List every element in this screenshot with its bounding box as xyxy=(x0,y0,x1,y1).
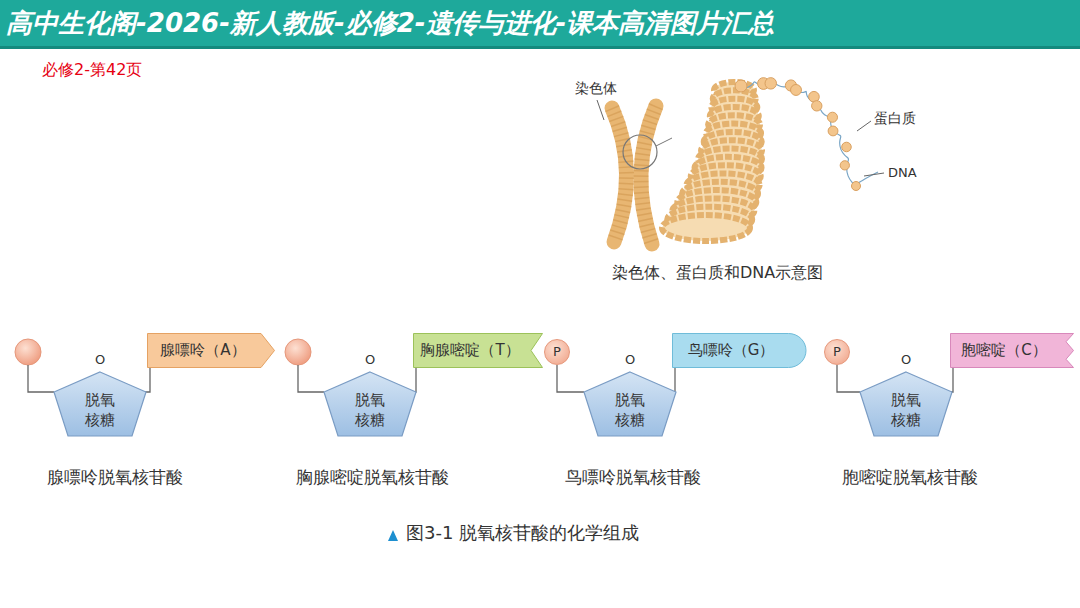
base-name: 胞嘧啶（C） xyxy=(961,333,1046,368)
illustration-part xyxy=(641,106,656,244)
leader-line xyxy=(597,100,604,120)
header-line xyxy=(0,46,1080,49)
oxygen-atom: O xyxy=(898,352,914,367)
illustration-part xyxy=(641,106,656,244)
illustration-part xyxy=(612,108,627,242)
bond-line xyxy=(145,368,150,392)
deoxyribose-pentagon: O 脱氧 核糖 xyxy=(52,352,148,438)
nucleosome-bead xyxy=(852,182,861,191)
tag-shape xyxy=(148,334,275,368)
phosphate-circle: P xyxy=(824,339,850,365)
part-name: DNA xyxy=(888,165,917,180)
figure-caption: 图3-1 脱氧核苷酸的化学组成 xyxy=(406,521,639,545)
phosphate-group xyxy=(15,339,54,392)
base-tag: 胞嘧啶（C） xyxy=(950,333,1074,368)
leader-line xyxy=(864,173,884,176)
pentagon xyxy=(54,372,146,436)
caption-triangle xyxy=(388,530,398,541)
coil-turn xyxy=(662,215,750,241)
base-tag: 腺嘌呤（A） xyxy=(147,333,275,368)
nucleosome-bead xyxy=(827,112,837,122)
base-tag: 胸腺嘧啶（T） xyxy=(413,333,543,368)
page-number: 必修2-第42页 xyxy=(42,60,142,81)
dna-strand xyxy=(744,81,878,184)
nucleosome-bead xyxy=(842,142,852,152)
bond-line xyxy=(951,368,953,392)
bond-line xyxy=(557,365,584,392)
chromatin-coil xyxy=(662,82,762,241)
part-name: 染色体 xyxy=(575,80,617,98)
nucleosome-bead xyxy=(828,126,838,136)
nucleosome-bead xyxy=(812,101,822,111)
tag-shape xyxy=(673,334,807,368)
page-title: 高中生化阁-2026-新人教版-必修2-遗传与进化-课本高清图片汇总 xyxy=(6,7,774,39)
base-name: 胸腺嘧啶（T） xyxy=(420,333,519,368)
nucleosome-bead xyxy=(791,85,802,96)
nucleosome-bead xyxy=(735,80,747,92)
sugar-name: 脱氧 核糖 xyxy=(608,390,652,430)
nucleotide-name: 鸟嘌呤脱氧核苷酸 xyxy=(565,466,701,489)
tag-shape xyxy=(951,334,1074,368)
illustration-part xyxy=(612,108,627,242)
oxygen-atom: O xyxy=(362,352,378,367)
nucleosome-fiber xyxy=(735,78,878,191)
nucleosome-bead xyxy=(840,161,849,170)
sugar-name: 脱氧 核糖 xyxy=(78,390,122,430)
nucleosome-bead xyxy=(765,78,776,89)
deoxyribose-pentagon: O 脱氧 核糖 xyxy=(858,352,954,438)
illustration-part xyxy=(298,365,324,392)
phosphate-circle: P xyxy=(544,339,570,365)
phosphate-symbol: P xyxy=(833,345,841,359)
header-bar xyxy=(0,0,1080,48)
phosphate-group xyxy=(285,339,324,392)
deoxyribose-pentagon: O 脱氧 核糖 xyxy=(582,352,678,438)
oxygen-atom: O xyxy=(622,352,638,367)
phosphate-symbol: P xyxy=(553,345,561,359)
sugar-name: 脱氧 核糖 xyxy=(348,390,392,430)
illustration-part xyxy=(285,339,311,365)
illustration-part xyxy=(28,365,54,392)
sugar-name: 脱氧 核糖 xyxy=(884,390,928,430)
figure-subcaption: 染色体、蛋白质和DNA示意图 xyxy=(612,263,823,284)
magnifier-circle xyxy=(623,135,657,169)
magnifier-line xyxy=(656,138,672,146)
pentagon xyxy=(860,372,952,436)
nucleotide-name: 胞嘧啶脱氧核苷酸 xyxy=(842,466,978,489)
nucleotide-name: 胸腺嘧啶脱氧核苷酸 xyxy=(296,466,449,489)
oxygen-atom: O xyxy=(92,352,108,367)
base-tag: 鸟嘌呤（G） xyxy=(672,333,806,368)
pentagon xyxy=(324,372,416,436)
leader-line xyxy=(857,121,871,131)
tag-shape xyxy=(414,334,543,368)
part-name: 蛋白质 xyxy=(874,110,916,128)
pentagon xyxy=(584,372,676,436)
deoxyribose-pentagon: O 脱氧 核糖 xyxy=(322,352,418,438)
base-name: 腺嘌呤（A） xyxy=(160,333,245,368)
base-name: 鸟嘌呤（G） xyxy=(688,333,775,368)
illustration-part xyxy=(15,339,41,365)
nucleotide-name: 腺嘌呤脱氧核苷酸 xyxy=(47,466,183,489)
bond-line xyxy=(415,368,416,392)
bond-line xyxy=(837,365,860,392)
chromosome xyxy=(612,106,656,244)
bond-line xyxy=(674,368,675,392)
